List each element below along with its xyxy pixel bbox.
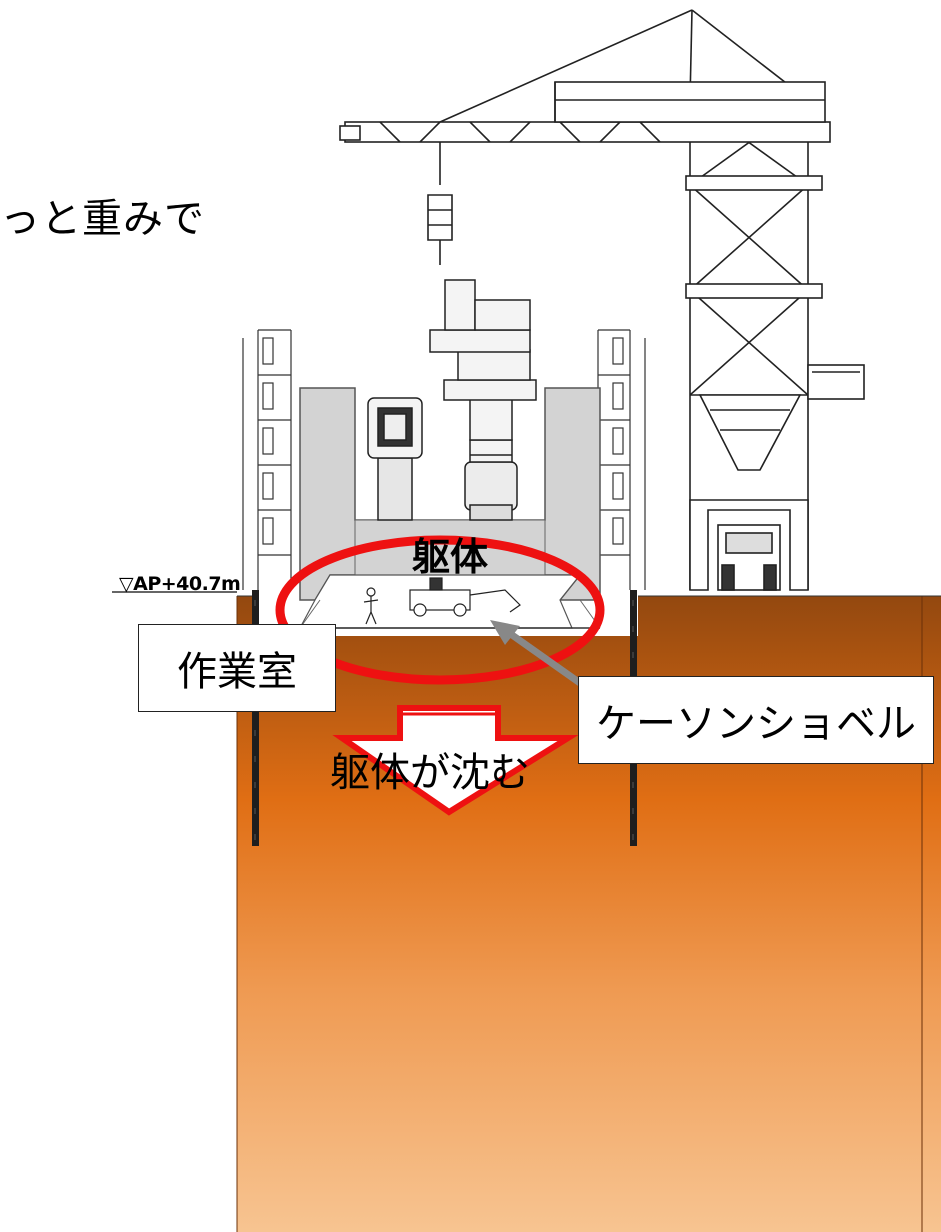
caisson-shovel-callout: ケーソンショベル [578, 676, 934, 764]
elevation-label: ▽AP+40.7m [119, 573, 241, 595]
sinking-label: 躯体が沈む [330, 750, 530, 796]
pointer-arrow-icon [490, 620, 583, 686]
working-chamber-label: 作業室 [177, 649, 297, 695]
scaffold-left [242, 329, 292, 590]
caisson-body-label: 躯体 [412, 535, 489, 579]
caisson-shovel-label: ケーソンショベル [596, 701, 916, 747]
working-chamber-callout: 作業室 [138, 624, 336, 712]
material-shaft-right [429, 279, 537, 521]
highlight-ring [275, 535, 605, 685]
worker-icon [363, 587, 379, 625]
material-shaft-left [367, 397, 423, 521]
tower-crane-icon [339, 9, 865, 591]
down-arrow-icon [332, 705, 579, 816]
scaffold-right [597, 329, 646, 590]
caisson-shovel-icon [409, 577, 521, 617]
intro-text: っと重みで [0, 196, 205, 242]
